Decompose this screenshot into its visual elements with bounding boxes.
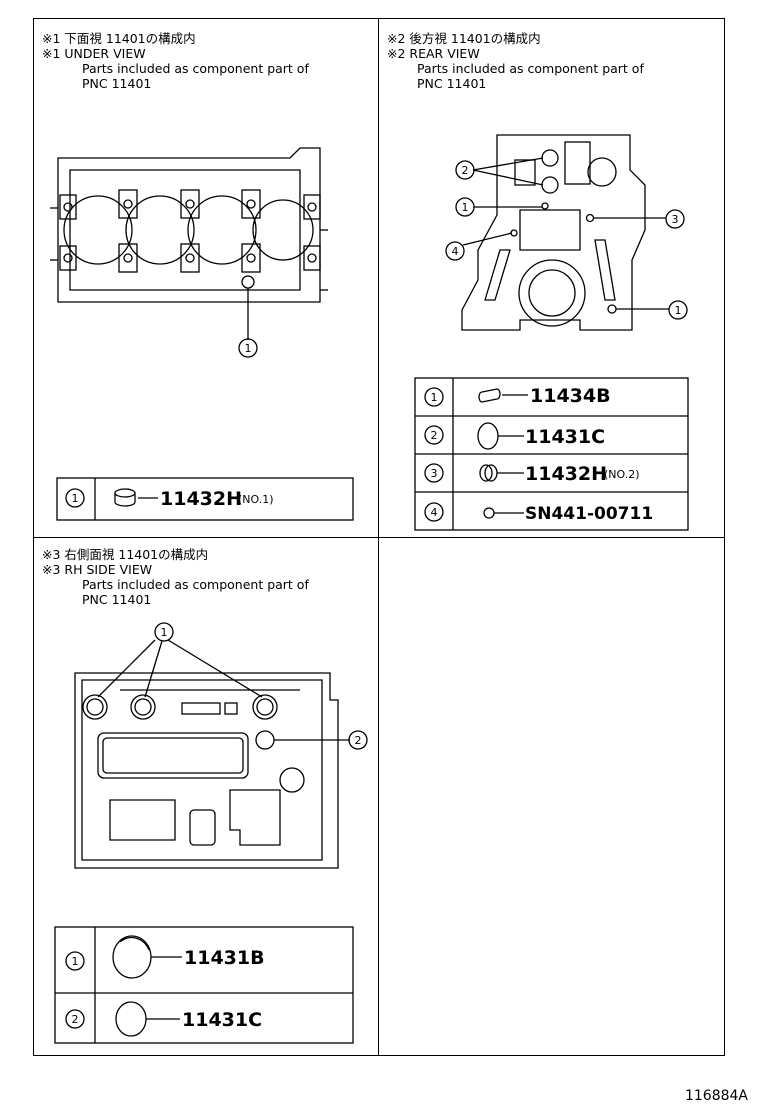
side-part-number-2[interactable]: 11431C — [182, 1009, 262, 1031]
rear-callout-1a — [455, 197, 475, 217]
under-row-1-ref: 1 — [72, 492, 79, 505]
diagram-code: 116884A — [684, 1088, 748, 1104]
rear-part-number-3[interactable]: 11432H — [525, 463, 607, 485]
rear-callout-2-label: 2 — [462, 164, 469, 177]
engine-block-under-view — [50, 147, 328, 303]
rear-callout-2 — [455, 160, 475, 180]
side-callout-2-label: 2 — [355, 734, 362, 747]
rear-row-1-ref: 1 — [431, 391, 438, 404]
under-view-desc: Parts included as component part of — [82, 61, 309, 76]
side-row-2-ref: 2 — [72, 1013, 79, 1026]
plug-11432h-no2-icon — [479, 464, 498, 482]
rear-row-4-ref: 4 — [431, 506, 438, 519]
rear-view-title-jp: ※2 後方視 11401の構成内 — [387, 31, 541, 46]
engine-block-rear-view — [461, 134, 646, 331]
rear-view-header: ※2 後方視 11401の構成内 ※2 REAR VIEW Parts incl… — [387, 31, 644, 91]
rear-part-number-4[interactable]: SN441-00711 — [525, 504, 653, 524]
side-view-title-en: ※3 RH SIDE VIEW — [42, 562, 153, 577]
side-view-title-jp: ※3 右側面視 11401の構成内 — [42, 547, 209, 562]
pin-11434b-icon — [478, 388, 501, 403]
engine-block-side-view — [74, 672, 339, 869]
under-part-number[interactable]: 11432H — [160, 488, 242, 510]
rear-callout-1a-label: 1 — [462, 201, 469, 214]
plug-11431b-icon — [112, 935, 152, 979]
rear-row-2-ref: 2 — [431, 429, 438, 442]
under-view-pnc: PNC 11401 — [82, 76, 152, 91]
rear-part-note-3: (NO.2) — [604, 468, 640, 481]
under-part-note: (NO.1) — [238, 493, 274, 506]
rear-callout-4-label: 4 — [452, 245, 459, 258]
rear-part-number-1[interactable]: 11434B — [530, 385, 611, 407]
panel-divider-horizontal — [33, 537, 725, 538]
side-view-desc: Parts included as component part of — [82, 577, 309, 592]
under-view-title-jp: ※1 下面視 11401の構成内 — [42, 31, 196, 46]
side-callout-1 — [154, 622, 174, 642]
side-view-header: ※3 右側面視 11401の構成内 ※3 RH SIDE VIEW Parts … — [42, 547, 309, 607]
under-callout-1-label: 1 — [245, 342, 252, 355]
plug-11432h-icon — [114, 488, 136, 507]
plug-11431c-icon — [477, 422, 499, 450]
rear-row-3-ref: 3 — [431, 467, 438, 480]
side-parts-table — [54, 926, 354, 1044]
ball-sn441-icon — [483, 507, 495, 519]
rear-callout-3-label: 3 — [672, 213, 679, 226]
rear-callout-3 — [665, 209, 685, 229]
side-part-number-1[interactable]: 11431B — [184, 947, 265, 969]
under-callout-1 — [238, 338, 258, 358]
rear-view-desc: Parts included as component part of — [417, 61, 644, 76]
under-view-title-en: ※1 UNDER VIEW — [42, 46, 146, 61]
side-view-pnc: PNC 11401 — [82, 592, 152, 607]
rear-view-title-en: ※2 REAR VIEW — [387, 46, 480, 61]
rear-callout-1b-label: 1 — [675, 304, 682, 317]
side-callout-2 — [348, 730, 368, 750]
side-callout-1-label: 1 — [161, 626, 168, 639]
rear-part-number-2[interactable]: 11431C — [525, 426, 605, 448]
rear-callout-1b — [668, 300, 688, 320]
under-view-header: ※1 下面視 11401の構成内 ※1 UNDER VIEW Parts inc… — [42, 31, 309, 91]
side-row-1-ref: 1 — [72, 955, 79, 968]
plug-11431c-side-icon — [115, 1001, 147, 1037]
rear-callout-4 — [445, 241, 465, 261]
rear-view-pnc: PNC 11401 — [417, 76, 487, 91]
under-parts-table — [56, 477, 354, 521]
